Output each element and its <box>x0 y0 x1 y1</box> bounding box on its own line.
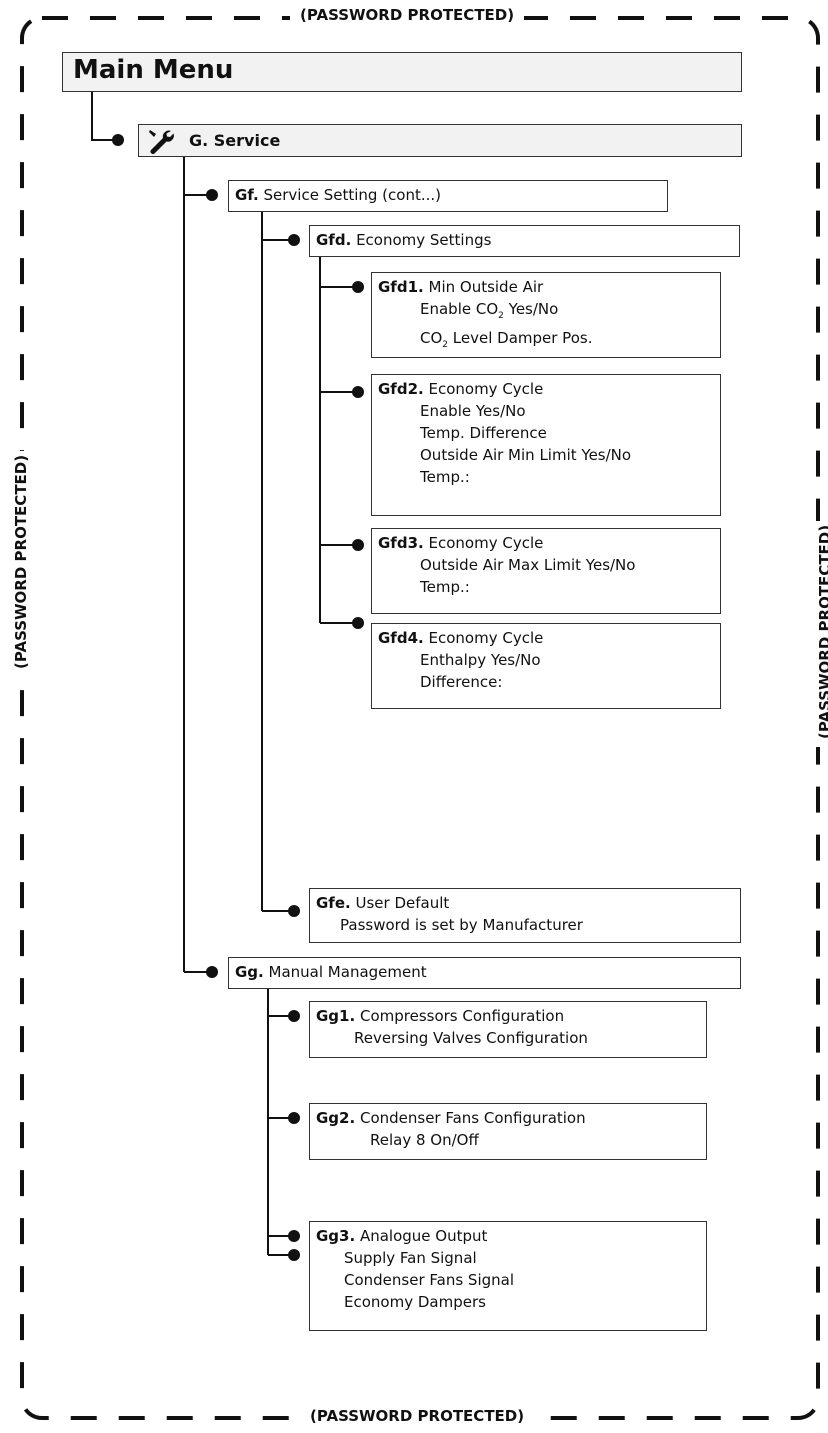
gg-code: Gg. <box>235 963 264 981</box>
gfd1-line-2: CO2 Level Damper Pos. <box>420 329 593 350</box>
node-dot <box>288 1112 300 1124</box>
node-dot <box>206 966 218 978</box>
gfd2-line: Outside Air Min Limit Yes/No <box>420 446 632 464</box>
node-dot <box>288 1249 300 1261</box>
gg1-label: Compressors Configuration <box>359 1007 565 1025</box>
bottom-border-label: (PASSWORD PROTECTED) <box>300 1407 535 1425</box>
wrench-icon <box>149 129 174 154</box>
node-dot <box>352 386 364 398</box>
gg3-box[interactable]: Gg3. Analogue Output Supply Fan Signal C… <box>309 1221 707 1331</box>
gfd-label: Economy Settings <box>356 231 492 249</box>
gg1-box[interactable]: Gg1. Compressors Configuration Reversing… <box>309 1001 707 1058</box>
node-dot <box>112 134 124 146</box>
gfd1-line-1: Enable CO2 Yes/No <box>420 300 559 321</box>
gfd2-line: Enable Yes/No <box>420 402 526 420</box>
gfe-box[interactable]: Gfe. User Default Password is set by Man… <box>309 888 741 943</box>
gg1-line: Reversing Valves Configuration <box>354 1029 588 1047</box>
gfd4-code: Gfd4. <box>378 629 424 647</box>
top-border-label: (PASSWORD PROTECTED) <box>290 6 525 24</box>
gg3-label: Analogue Output <box>359 1227 488 1245</box>
gfd2-code: Gfd2. <box>378 380 424 398</box>
gg2-box[interactable]: Gg2. Condenser Fans Configuration Relay … <box>309 1103 707 1160</box>
gg3-code: Gg3. <box>316 1227 356 1245</box>
tree-connectors <box>91 92 354 1256</box>
gg3-line: Economy Dampers <box>344 1293 486 1311</box>
gg2-line: Relay 8 On/Off <box>370 1131 479 1149</box>
gg3-line: Condenser Fans Signal <box>344 1271 515 1289</box>
gfd-box[interactable]: Gfd. Economy Settings <box>309 225 740 257</box>
node-dot <box>288 234 300 246</box>
gfe-label: User Default <box>355 894 450 912</box>
gfd2-box[interactable]: Gfd2. Economy Cycle Enable Yes/No Temp. … <box>371 374 721 516</box>
node-dot <box>288 1230 300 1242</box>
gfd4-line: Difference: <box>420 673 503 691</box>
gfd4-line: Enthalpy Yes/No <box>420 651 541 669</box>
gfd2-label: Economy Cycle <box>423 380 544 398</box>
node-dot <box>352 617 364 629</box>
gfd4-box[interactable]: Gfd4. Economy Cycle Enthalpy Yes/No Diff… <box>371 623 721 709</box>
gfe-line: Password is set by Manufacturer <box>340 916 583 934</box>
gfd3-label: Economy Cycle <box>428 534 544 552</box>
gg3-line: Supply Fan Signal <box>344 1249 477 1267</box>
node-dot <box>206 189 218 201</box>
gg-box[interactable]: Gg. Manual Management <box>228 957 741 989</box>
gfd1-code: Gfd1. <box>378 278 424 296</box>
connector-dots <box>112 134 364 1261</box>
right-border-label: (PASSWORD PROTECTED) <box>816 521 828 747</box>
gfd2-line: Temp. Difference <box>420 424 547 442</box>
node-dot <box>288 905 300 917</box>
gfd1-label: Min Outside Air <box>428 278 544 296</box>
gfd2-line: Temp.: <box>420 468 470 486</box>
left-border-label: (PASSWORD PROTECTED) <box>12 451 30 677</box>
gfd4-label: Economy Cycle <box>428 629 544 647</box>
main-menu-box[interactable]: Main Menu <box>62 52 742 92</box>
gf-label: Service Setting (cont...) <box>263 186 442 204</box>
gfd3-box[interactable]: Gfd3. Economy Cycle Outside Air Max Limi… <box>371 528 721 614</box>
gg2-label: Condenser Fans Configuration <box>359 1109 586 1127</box>
gf-code: Gf. <box>235 186 259 204</box>
gfd3-line: Outside Air Max Limit Yes/No <box>420 556 636 574</box>
gf-box[interactable]: Gf. Service Setting (cont...) <box>228 180 668 212</box>
gfd3-code: Gfd3. <box>378 534 424 552</box>
node-dot <box>352 539 364 551</box>
service-box[interactable]: G. Service <box>138 124 742 157</box>
gg2-code: Gg2. <box>316 1109 356 1127</box>
node-dot <box>352 281 364 293</box>
node-dot <box>288 1010 300 1022</box>
gfe-code: Gfe. <box>316 894 351 912</box>
gg1-code: Gg1. <box>316 1007 356 1025</box>
gfd1-box[interactable]: Gfd1. Min Outside Air Enable CO2 Yes/No … <box>371 272 721 358</box>
main-menu-label: Main Menu <box>73 55 234 85</box>
gg-label: Manual Management <box>268 963 427 981</box>
gfd-code: Gfd. <box>316 231 352 249</box>
service-label: G. Service <box>189 130 281 150</box>
gfd3-line: Temp.: <box>420 578 470 596</box>
